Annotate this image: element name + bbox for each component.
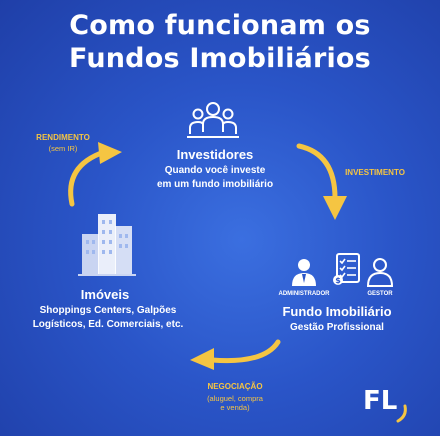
buildings-icon — [78, 214, 136, 276]
investors-line-2: em um fundo imobiliário — [156, 179, 274, 190]
trading-arrow-icon — [190, 339, 281, 370]
people-group-icon — [187, 102, 239, 138]
title-line-1: Como funcionam os — [69, 10, 371, 41]
svg-text:$: $ — [335, 276, 341, 285]
administrator-icon — [292, 259, 316, 286]
investment-label: INVESTIMENTO — [345, 168, 405, 177]
trading-note-line-2: e venda) — [220, 403, 250, 412]
title-line-2: Fundos Imobiliários — [69, 43, 371, 74]
properties-line-2: Logísticos, Ed. Comerciais, etc. — [32, 319, 184, 330]
logo-swoosh-icon — [396, 404, 407, 423]
administrator-label: ADMINISTRADOR — [278, 291, 330, 297]
fund-heading: Fundo Imobiliário — [282, 304, 392, 319]
income-label: RENDIMENTO — [36, 133, 90, 142]
manager-label: GESTOR — [367, 291, 393, 297]
brand-logo: FL — [363, 386, 398, 416]
trading-label: NEGOCIAÇÃO — [207, 382, 263, 391]
fund-subheading: Gestão Profissional — [290, 322, 384, 333]
investment-arrow-icon — [296, 143, 347, 220]
income-note: (sem IR) — [48, 144, 78, 153]
investors-heading: Investidores — [176, 147, 254, 162]
properties-heading: Imóveis — [80, 287, 130, 302]
manager-icon — [366, 258, 394, 287]
investors-line-1: Quando você investe — [164, 165, 266, 176]
income-arrow-icon — [68, 142, 122, 207]
document-checklist-icon: $ — [333, 253, 360, 285]
properties-line-1: Shoppings Centers, Galpões — [39, 305, 177, 316]
trading-note-line-1: (aluguel, compra — [207, 394, 263, 403]
